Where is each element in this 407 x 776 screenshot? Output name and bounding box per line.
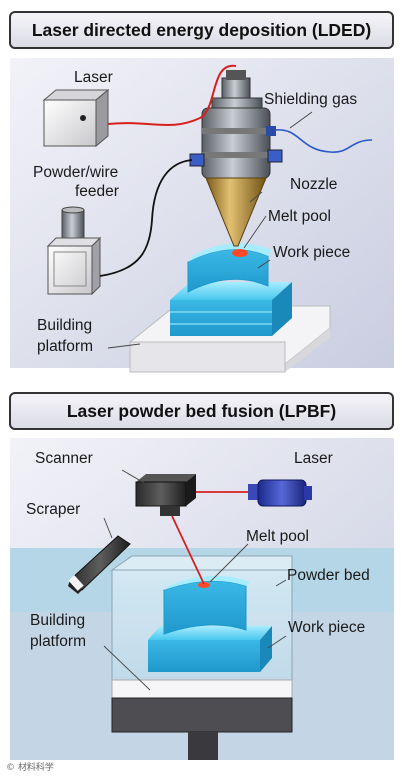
- lpbf-laser-beam-scan: [171, 515, 205, 585]
- lpbf-scanner: [135, 474, 196, 516]
- lpbf-label-melt-pool: Melt pool: [246, 528, 309, 545]
- lded-label-laser: Laser: [74, 69, 113, 86]
- lded-laser-fiber: [107, 64, 237, 127]
- lded-melt-pool: [232, 249, 248, 257]
- lded-gas-line: [275, 129, 373, 153]
- lpbf-label-scraper: Scraper: [26, 501, 80, 518]
- lpbf-label-platform-1: Building: [30, 612, 85, 629]
- lded-label-work-piece: Work piece: [273, 244, 350, 261]
- lded-work-piece: [170, 243, 292, 336]
- lded-deposition-head: [189, 70, 283, 247]
- lded-powder-feeder: [46, 206, 102, 296]
- lded-label-nozzle: Nozzle: [290, 176, 337, 193]
- lpbf-scraper: [68, 535, 131, 594]
- lpbf-label-laser: Laser: [294, 450, 333, 467]
- lded-feed-line: [99, 159, 193, 277]
- lded-label-platform-1: Building: [37, 317, 92, 334]
- lded-label-melt-pool: Melt pool: [268, 208, 331, 225]
- lpbf-building-platform: [111, 679, 293, 699]
- lded-label-powder-feeder-2: feeder: [75, 183, 119, 200]
- lpbf-label-scanner: Scanner: [35, 450, 93, 467]
- watermark: © 材料科学: [6, 761, 54, 773]
- lpbf-work-piece: [148, 575, 272, 672]
- lded-nozzle: [205, 177, 267, 247]
- lpbf-label-platform-2: platform: [30, 633, 86, 650]
- lded-title: Laser directed energy deposition (LDED): [9, 11, 394, 49]
- lded-label-platform-2: platform: [37, 338, 93, 355]
- lpbf-label-work-piece: Work piece: [288, 619, 365, 636]
- lpbf-label-powder-bed: Powder bed: [287, 567, 370, 584]
- lded-label-powder-feeder-1: Powder/wire: [33, 164, 118, 181]
- lpbf-laser-box: [248, 479, 312, 507]
- lpbf-melt-pool: [198, 582, 210, 588]
- lded-label-shielding-gas: Shielding gas: [264, 91, 357, 108]
- lpbf-title: Laser powder bed fusion (LPBF): [9, 392, 394, 430]
- lded-laser-box: [42, 88, 110, 148]
